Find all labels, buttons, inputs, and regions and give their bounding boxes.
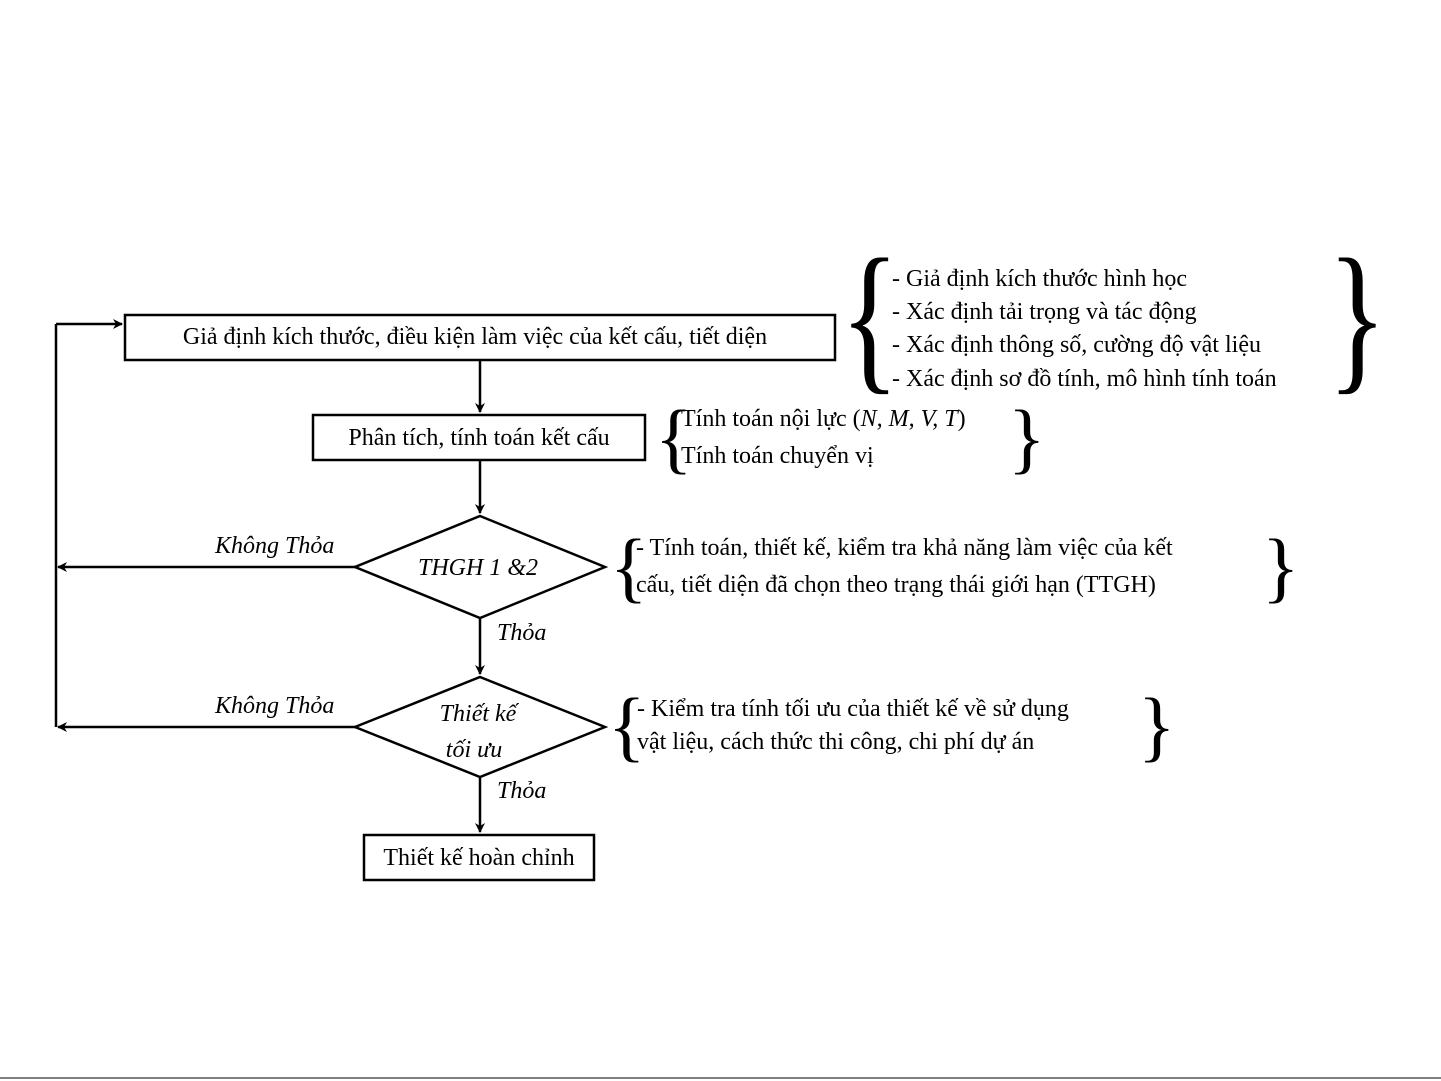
assume-note-line-2: - Xác định tải trọng và tác động — [892, 299, 1197, 325]
optimal-decision-label-line1: Thiết kế — [440, 701, 520, 727]
optimal-note-right-brace: } — [1138, 682, 1175, 769]
assume-note-line-3: - Xác định thông số, cường độ vật liệu — [892, 332, 1261, 358]
analysis-note-line-1: Tính toán nội lực (N, M, V, T) — [681, 406, 966, 432]
assume-note-line-1: - Giả định kích thước hình học — [892, 266, 1187, 292]
optimal-note-line-1: - Kiểm tra tính tối ưu của thiết kế về s… — [637, 696, 1069, 722]
analysis-step-label: Phân tích, tính toán kết cấu — [348, 425, 609, 451]
limit-state-decision-label: THGH 1 &2 — [418, 555, 538, 581]
analysis-step-box — [311, 413, 647, 462]
analysis-note-line-1-suffix: ) — [958, 406, 966, 432]
limit-state-note-line-1: - Tính toán, thiết kế, kiểm tra khả năng… — [636, 535, 1173, 561]
assume-note-right-brace: } — [1328, 225, 1387, 408]
fail-label-1: Không Thỏa — [214, 533, 334, 559]
analysis-note-right-brace: } — [1008, 394, 1045, 481]
optimal-decision-label-line2: tối ưu — [446, 737, 502, 763]
optimal-note-left-brace: { — [608, 682, 645, 769]
limit-state-note-left-brace: { — [610, 523, 647, 610]
limit-state-note-line-2: cấu, tiết diện đã chọn theo trạng thái g… — [636, 572, 1156, 598]
fail-label-2: Không Thỏa — [214, 693, 334, 719]
analysis-note-line-2: Tính toán chuyển vị — [681, 443, 874, 469]
final-step-label: Thiết kế hoàn chỉnh — [383, 845, 574, 871]
assume-note-left-brace: { — [840, 225, 899, 408]
optimal-note-line-2: vật liệu, cách thức thi công, chi phí dự… — [637, 729, 1034, 755]
analysis-note-line-1-prefix: Tính toán nội lực ( — [681, 406, 861, 432]
analysis-note-left-brace: { — [655, 394, 692, 481]
assume-step-label: Giả định kích thước, điều kiện làm việc … — [183, 324, 767, 350]
pass-label-2: Thỏa — [497, 778, 546, 804]
pass-label-1: Thỏa — [497, 620, 546, 646]
limit-state-note-right-brace: } — [1262, 523, 1299, 610]
final-step-box — [362, 833, 596, 882]
analysis-note-line-1-vars: N, M, V, T — [860, 406, 960, 432]
assume-note-line-4: - Xác định sơ đồ tính, mô hình tính toán — [892, 366, 1277, 392]
assume-step-box — [123, 313, 837, 362]
